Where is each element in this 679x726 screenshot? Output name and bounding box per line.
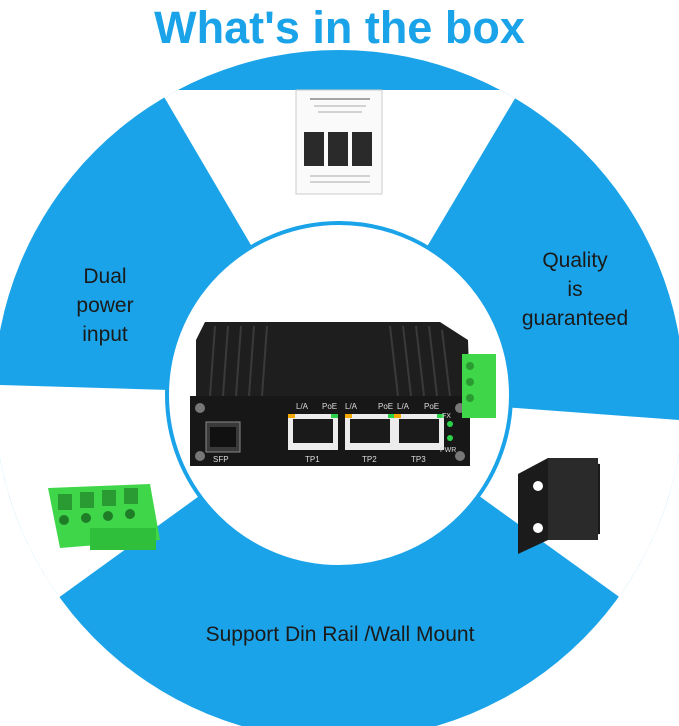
mount-support-label: Support Din Rail /Wall Mount [205,623,475,646]
label-line: is [567,278,583,301]
label-line: input [82,323,128,346]
label-line: Quality [542,249,608,272]
port-label: L/A [296,402,309,411]
port-label: PoE [378,402,393,411]
sfp-label: SFP [213,455,229,464]
fx-label: FX [442,413,451,420]
tp1-label: TP1 [305,455,320,464]
terminal-block-image [48,484,160,550]
tp3-label: TP3 [411,455,426,464]
poe-switch-image: L/A PoE L/A PoE L/A PoE SFP TP1 TP2 TP3 … [190,322,496,466]
pwr-label: PWR [440,447,456,454]
page-title: What's in the box [154,2,525,53]
port-label: PoE [424,402,439,411]
dual-power-input-label: Dual power input [40,262,170,349]
user-manual-image [295,89,383,195]
port-label: PoE [322,402,337,411]
label-line: Dual [83,265,127,288]
port-label: L/A [345,402,358,411]
label-line: power [76,294,134,317]
label-line: guaranteed [521,307,629,330]
port-label: L/A [397,402,410,411]
quality-guaranteed-label: Quality is guaranteed [505,246,645,333]
wall-mount-bracket-image [518,458,600,554]
tp2-label: TP2 [362,455,377,464]
